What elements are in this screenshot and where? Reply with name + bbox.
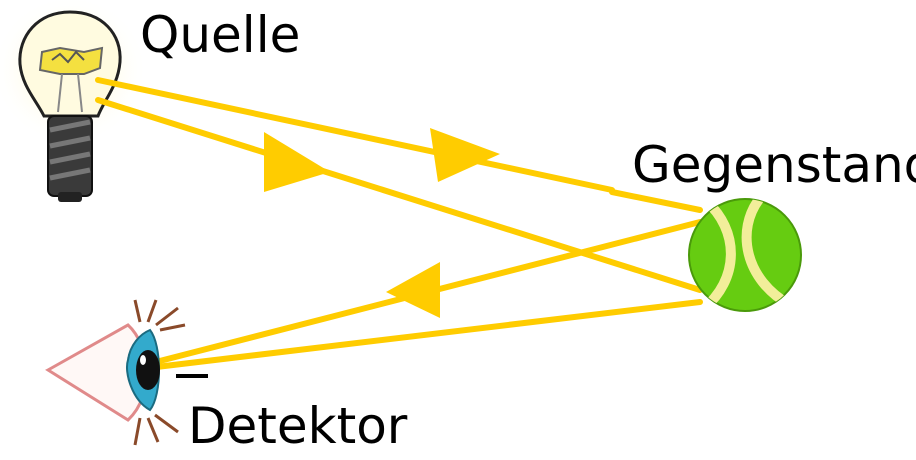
light-bulb-icon <box>0 0 148 202</box>
label-object: Gegenstand <box>632 136 916 194</box>
ray-segment-object-top <box>609 189 703 213</box>
arrowhead-lower-right <box>264 132 330 192</box>
tennis-ball-icon <box>688 198 802 312</box>
eye-icon <box>45 299 186 446</box>
arrowhead-upper-right <box>430 128 500 182</box>
light-rays <box>95 77 703 371</box>
label-source: Quelle <box>140 6 300 64</box>
ray-arrowheads <box>264 128 500 318</box>
arrowhead-left <box>386 262 440 318</box>
ray-source-to-object-upper <box>95 77 615 193</box>
ray-object-to-eye-lower <box>145 299 703 371</box>
label-detector: Detektor <box>188 397 408 455</box>
ray-source-to-object-lower <box>95 97 703 293</box>
